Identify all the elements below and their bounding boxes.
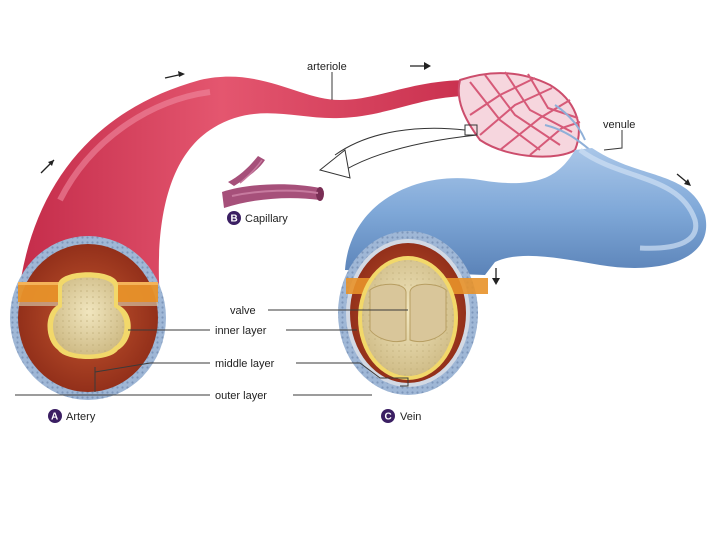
flow-arrow-5 <box>492 268 500 285</box>
badge-vein-letter: C <box>385 412 392 423</box>
label-arteriole: arteriole <box>307 61 347 73</box>
label-venule: venule <box>603 119 635 131</box>
label-valve: valve <box>230 305 256 317</box>
magnify-arrow <box>318 127 478 179</box>
label-capillary: Capillary <box>245 213 288 225</box>
flow-arrow-3 <box>410 62 431 70</box>
callout-lines <box>15 72 623 396</box>
artery-cross-section <box>10 236 166 400</box>
capillary-detail <box>222 156 324 208</box>
capillary-network <box>457 71 591 158</box>
flow-arrow-4 <box>676 173 691 186</box>
label-artery: Artery <box>66 411 96 423</box>
label-outer-layer: outer layer <box>215 390 267 402</box>
badge-artery-letter: A <box>51 412 58 423</box>
vein-cross-section <box>338 231 488 395</box>
label-middle-layer: middle layer <box>215 358 275 370</box>
label-vein: Vein <box>400 411 421 423</box>
artery-tube <box>18 76 470 300</box>
flow-arrow-1 <box>40 159 55 174</box>
label-inner-layer: inner layer <box>215 325 267 337</box>
badge-vein <box>381 409 395 423</box>
flow-arrow-2 <box>164 71 185 79</box>
badge-artery <box>48 409 62 423</box>
badge-capillary <box>227 211 241 225</box>
badge-capillary-letter: B <box>231 214 238 225</box>
